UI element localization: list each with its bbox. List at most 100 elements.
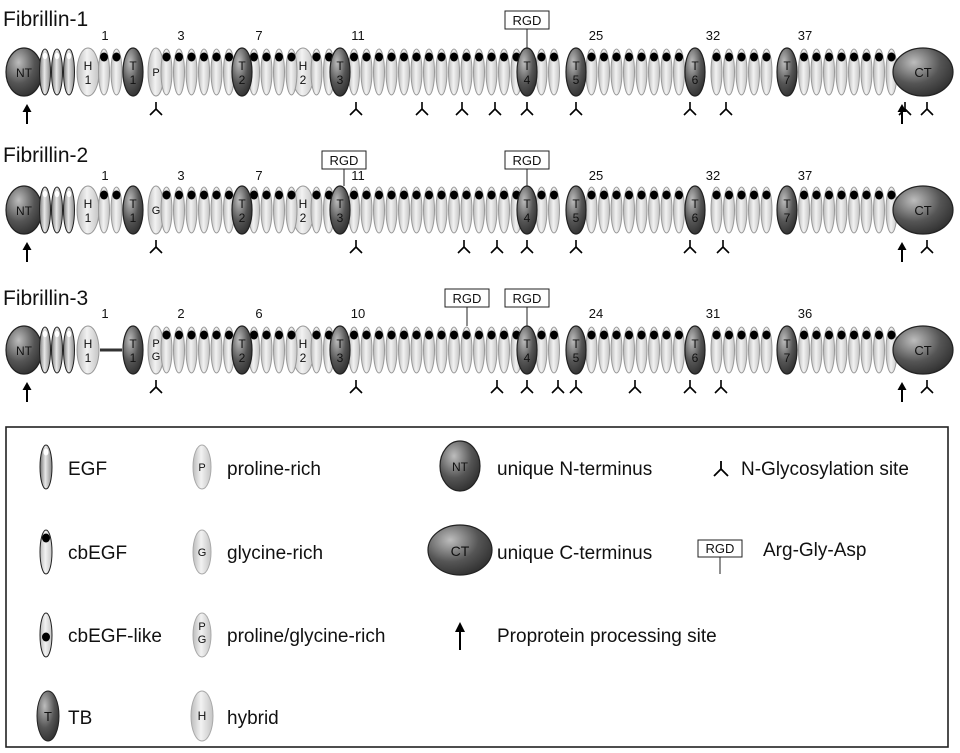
legend-label: EGF bbox=[68, 459, 107, 480]
cbegf-domain bbox=[810, 186, 823, 234]
legend-glycine: G glycine-rich bbox=[192, 529, 323, 575]
glycosylation-icon bbox=[149, 240, 163, 254]
calcium-binding-dot bbox=[350, 330, 358, 340]
glycosylation-icon bbox=[457, 240, 471, 254]
cbegf-domain bbox=[398, 48, 410, 96]
cbegf-domain bbox=[423, 48, 435, 96]
cbegf-domain bbox=[273, 48, 285, 96]
arrow-up-icon bbox=[897, 104, 907, 124]
cbegf-domain bbox=[823, 186, 835, 234]
calcium-binding-dot bbox=[537, 52, 546, 62]
glycosylation-icon bbox=[713, 461, 729, 477]
calcium-binding-dot bbox=[837, 330, 846, 340]
ct-domain bbox=[892, 325, 954, 375]
domain-number: 32 bbox=[706, 28, 720, 43]
glycine-icon: G bbox=[192, 529, 212, 575]
domain-number: 1 bbox=[101, 306, 108, 321]
calcium-binding-dot bbox=[187, 190, 196, 200]
glycosylation-icon bbox=[490, 380, 504, 394]
calcium-binding-dot bbox=[187, 52, 196, 62]
cbegf-domain bbox=[498, 326, 510, 374]
cbegf-domain bbox=[385, 186, 398, 234]
cbegf-domain bbox=[760, 186, 773, 234]
calcium-binding-dot bbox=[162, 52, 171, 62]
calcium-binding-dot bbox=[162, 330, 171, 340]
legend-glyco: N-Glycosylation site bbox=[713, 459, 909, 480]
egf-domain bbox=[51, 186, 63, 234]
cbegf-domain bbox=[873, 186, 885, 234]
cbegf-domain bbox=[373, 326, 385, 374]
cbegf-domain bbox=[623, 186, 635, 234]
cbegf-domain bbox=[460, 326, 473, 374]
calcium-binding-dot bbox=[500, 330, 508, 340]
cbegf-domain bbox=[660, 186, 673, 234]
tb-domain-3 bbox=[329, 325, 351, 375]
cbegf-domain bbox=[360, 186, 373, 234]
calcium-binding-dot bbox=[587, 330, 596, 340]
calcium-binding-dot bbox=[862, 52, 871, 62]
calcium-binding-dot bbox=[287, 330, 296, 340]
cbegf-domain bbox=[623, 48, 635, 96]
glycine-icon-label: G bbox=[198, 547, 207, 559]
cbegf-domain bbox=[410, 326, 423, 374]
calcium-binding-dot bbox=[850, 330, 858, 340]
glycosylation-icon bbox=[149, 102, 163, 116]
calcium-binding-dot bbox=[275, 330, 283, 340]
calcium-binding-dot bbox=[750, 330, 758, 340]
calcium-binding-dot bbox=[587, 190, 596, 200]
calcium-binding-dot bbox=[812, 330, 821, 340]
domain-number: 6 bbox=[255, 306, 262, 321]
calcium-binding-dot bbox=[887, 190, 896, 200]
rgd-icon: RGD bbox=[697, 539, 743, 574]
arrow-up-icon bbox=[455, 622, 465, 650]
legend-proline: P proline-rich bbox=[192, 444, 321, 490]
legend-label: cbEGF-like bbox=[68, 626, 162, 647]
calcium-binding-dot bbox=[812, 190, 821, 200]
cbegf-domain bbox=[448, 186, 460, 234]
tb-icon-label: T bbox=[44, 709, 52, 724]
cbegf-domain bbox=[185, 186, 198, 234]
calcium-binding-dot bbox=[725, 190, 733, 200]
glycosylation-icon bbox=[455, 102, 469, 116]
calcium-binding-dot bbox=[887, 52, 896, 62]
cbegf-domain bbox=[185, 48, 198, 96]
domain-number: 3 bbox=[177, 28, 184, 43]
legend-box bbox=[5, 426, 949, 748]
legend: EGF cbEGF cbEGF-like T TB bbox=[5, 426, 949, 748]
calcium-binding-dot bbox=[662, 330, 671, 340]
cbegf-domain bbox=[823, 326, 835, 374]
calcium-binding-dot bbox=[425, 190, 433, 200]
egf-domain bbox=[63, 186, 75, 234]
calcium-binding-dot bbox=[450, 330, 458, 340]
calcium-binding-dot bbox=[600, 330, 608, 340]
cbegf-domain bbox=[110, 48, 123, 96]
egf-domain bbox=[51, 48, 63, 96]
cbegf-domain bbox=[860, 48, 873, 96]
calcium-binding-dot bbox=[500, 52, 508, 62]
cbegf-domain bbox=[648, 186, 660, 234]
calcium-binding-dot bbox=[275, 52, 283, 62]
glycosylation-icon bbox=[488, 102, 502, 116]
cbegf-domain bbox=[285, 48, 298, 96]
calcium-binding-dot bbox=[437, 52, 446, 62]
glycosylation-icon bbox=[628, 380, 642, 394]
cbegf-icon bbox=[39, 529, 53, 575]
cbegf-domain bbox=[835, 186, 848, 234]
rgd-label: RGD bbox=[513, 153, 542, 168]
cbegf-domain bbox=[635, 186, 648, 234]
cbegf-domain bbox=[173, 326, 185, 374]
calcium-binding-dot bbox=[762, 52, 771, 62]
calcium-binding-dot bbox=[487, 52, 496, 62]
